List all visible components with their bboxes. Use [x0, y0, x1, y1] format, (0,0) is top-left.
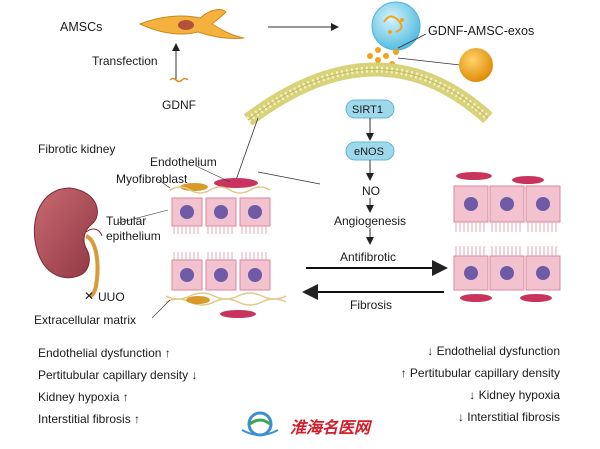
- fibrotic-tissue-block: [117, 165, 287, 319]
- fibrosis-label: Fibrosis: [350, 298, 393, 312]
- exos-label-line: [397, 33, 427, 49]
- exos-label: GDNF-AMSC-exos: [428, 24, 535, 38]
- exos-pointer-line: [397, 57, 461, 66]
- tubular-label: Tubular: [106, 214, 147, 228]
- right-outcome-item: ↓ Endothelial dysfunction: [427, 344, 560, 358]
- no-label: NO: [362, 184, 380, 198]
- myofibroblast-label: Myofibroblast: [116, 172, 188, 186]
- watermark-emblem-icon: [241, 411, 279, 437]
- membrane-pointer-right: [257, 171, 321, 185]
- left-outcome-list: Endothelial dysfunction ↑ Pertitubular c…: [38, 342, 197, 430]
- exosome-icon: [371, 1, 421, 51]
- kidney-icon: [33, 187, 103, 298]
- right-outcome-list: ↓ Endothelial dysfunction ↑ Pertitubular…: [376, 340, 560, 428]
- left-outcome-item: Kidney hypoxia ↑: [38, 390, 129, 404]
- gold-sphere-icon: [459, 48, 493, 82]
- epithelium-label: epithelium: [106, 229, 161, 243]
- watermark-text: 淮海名医网: [290, 418, 371, 437]
- angiogenesis-label: Angiogenesis: [334, 214, 407, 228]
- left-outcome-item: Interstitial fibrosis ↑: [38, 412, 141, 426]
- cell-membrane-icon: [243, 62, 493, 126]
- right-outcome-item: ↑ Pertitubular capillary density: [400, 366, 560, 380]
- ecm-label: Extracellular matrix: [34, 313, 137, 327]
- endothelium-label: Endothelium: [150, 155, 217, 169]
- right-outcome-item: ↓ Interstitial fibrosis: [457, 410, 560, 424]
- enos-label: eNOS: [354, 146, 384, 158]
- membrane-pointer-left: [235, 117, 259, 181]
- antifibrotic-label: Antifibrotic: [340, 250, 397, 264]
- sirt1-label: SIRT1: [352, 104, 383, 116]
- left-outcome-item: Endothelial dysfunction ↑: [38, 346, 171, 360]
- watermark-logo: 淮海名医网: [236, 410, 376, 438]
- amsc-cell-icon: [138, 9, 245, 39]
- left-outcome-item: Pertitubular capillary density ↓: [38, 368, 198, 382]
- ligature-mark-icon: ✕: [84, 289, 94, 303]
- gdnf-label: GDNF: [162, 98, 196, 112]
- gdnf-molecule-icon: [169, 77, 189, 83]
- fibrotic-kidney-label: Fibrotic kidney: [38, 142, 116, 156]
- transfection-label: Transfection: [92, 54, 158, 68]
- healthy-tissue-block: [453, 172, 561, 302]
- right-outcome-item: ↓ Kidney hypoxia: [469, 388, 560, 402]
- uuo-label: UUO: [98, 290, 125, 304]
- amscs-label: AMSCs: [60, 20, 103, 34]
